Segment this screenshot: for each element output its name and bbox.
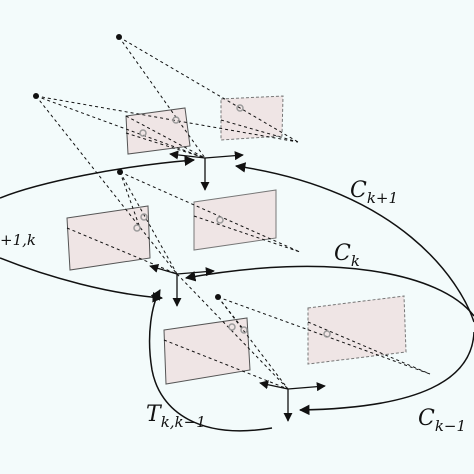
- camera-axis-z: [259, 380, 289, 390]
- label-c-k: Ck: [334, 241, 360, 270]
- transform-curve-k-plus-1-k: [0, 155, 196, 199]
- transform-curve-k-k-plus-1: [0, 257, 164, 303]
- image-plane: [66, 205, 151, 271]
- image-plane: [220, 95, 284, 141]
- camera-axis-z: [149, 263, 178, 275]
- feature-circle: [140, 213, 148, 221]
- label-t-k-plus-1-k-partial: +1,k: [0, 231, 36, 249]
- camera-group-k: [35, 95, 301, 307]
- label-c-k-minus-1: Ck−1: [418, 406, 467, 435]
- feature-circle: [139, 129, 147, 137]
- camera-axis-x: [287, 382, 326, 392]
- pose-curve-c-k-minus-1: [298, 331, 474, 416]
- feature-circle: [236, 104, 244, 112]
- camera-axis-x: [204, 151, 244, 161]
- feature-circle: [216, 216, 224, 224]
- projection-rays: [163, 273, 431, 390]
- pose-curve-c-k-plus-1: [234, 162, 474, 323]
- image-plane: [193, 189, 277, 251]
- transform-curve-k-k-minus-1: [148, 289, 273, 432]
- feature-circle: [172, 116, 180, 124]
- projection-rays: [35, 36, 299, 159]
- label-t-k-k-minus-1: Tk,k−1: [146, 402, 206, 431]
- image-plane: [307, 295, 407, 365]
- pose-curve-c-k: [184, 265, 474, 317]
- image-plane: [125, 107, 191, 155]
- feature-circle: [133, 224, 141, 232]
- camera-group-k-plus-1: [33, 34, 299, 191]
- feature-circle: [228, 323, 236, 331]
- trajectory-curves: [0, 155, 474, 432]
- label-c-k-plus-1: Ck+1: [350, 178, 399, 207]
- feature-circle: [240, 326, 248, 334]
- camera-group-k-minus-1: [163, 273, 431, 422]
- projection-rays: [35, 95, 301, 275]
- feature-circle: [323, 330, 331, 338]
- image-plane: [163, 317, 251, 385]
